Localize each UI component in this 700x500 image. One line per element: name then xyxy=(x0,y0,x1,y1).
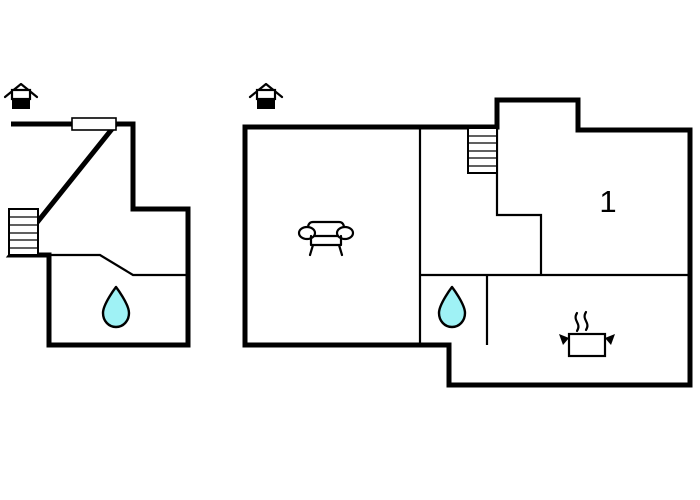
staircase xyxy=(8,208,39,256)
staircase xyxy=(467,127,498,174)
room-number-label: 1 xyxy=(599,184,616,219)
interior-partition-room-1-edge xyxy=(495,127,543,275)
plan-left xyxy=(3,82,191,348)
cooking-pot-icon xyxy=(559,310,615,358)
exterior-wall-right-plan xyxy=(242,97,693,388)
house-icon xyxy=(248,82,284,109)
house-icon xyxy=(3,82,39,109)
plan-right: 1 xyxy=(242,82,693,388)
window-marker xyxy=(71,117,117,131)
interior-partition-left-plan xyxy=(49,253,188,277)
water-droplet-icon xyxy=(101,285,131,329)
sofa-icon xyxy=(297,220,355,257)
water-droplet-icon xyxy=(437,285,467,329)
